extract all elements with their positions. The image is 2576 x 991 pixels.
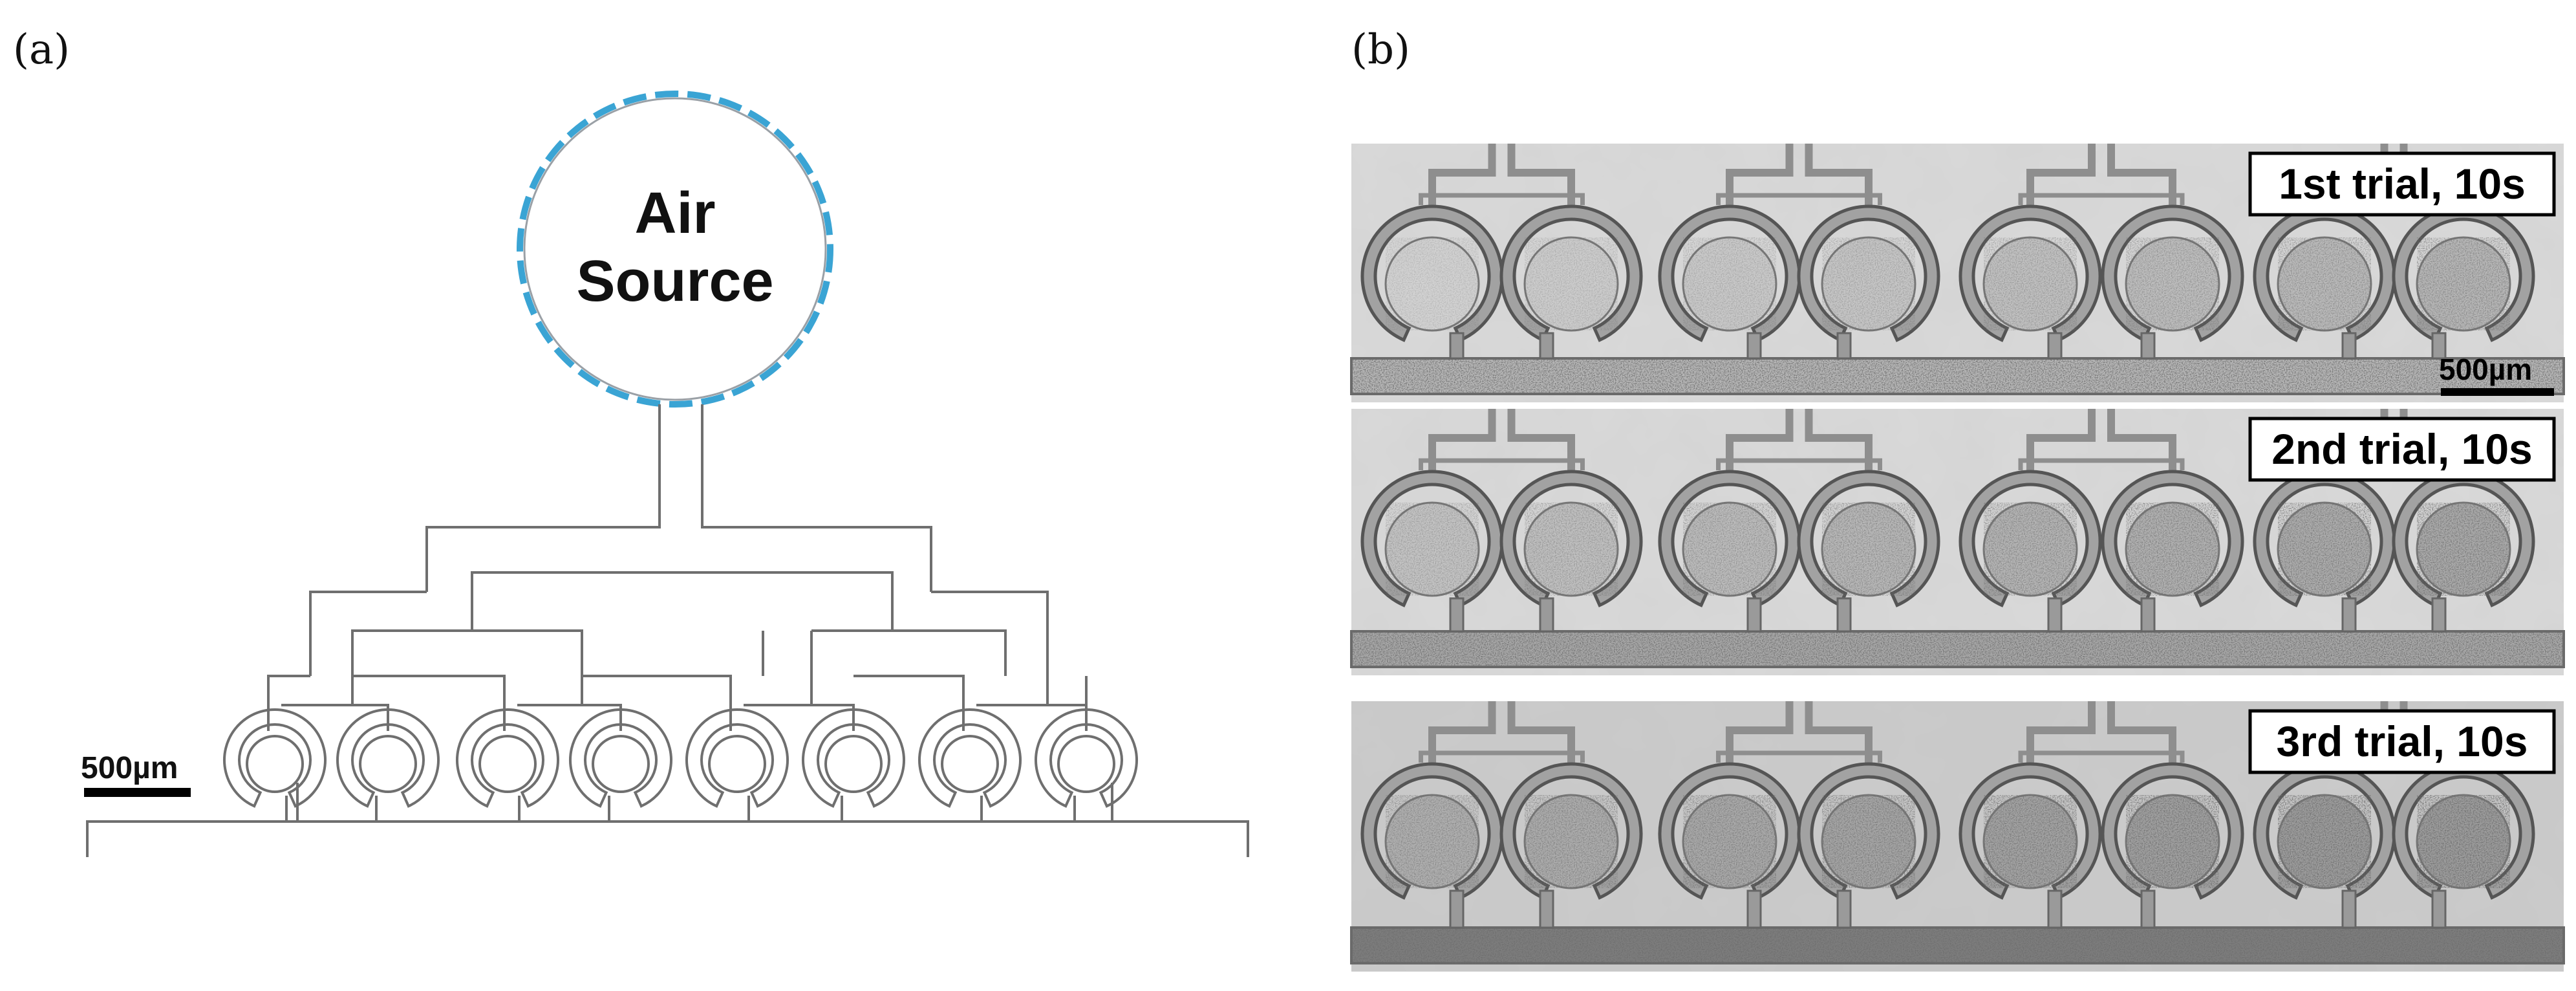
trap-unit bbox=[685, 708, 789, 808]
panel-a-label: (a) bbox=[13, 26, 70, 74]
trap-unit bbox=[2253, 204, 2396, 342]
trap-unit bbox=[2101, 470, 2244, 607]
trap-unit bbox=[1658, 204, 1801, 342]
trap-unit bbox=[1035, 708, 1138, 808]
trial-label-text: 1st trial, 10s bbox=[2279, 160, 2526, 208]
trial-label-text: 3rd trial, 10s bbox=[2277, 717, 2528, 765]
scale-bar-b-label: 500µm bbox=[2439, 353, 2532, 386]
trap-unit bbox=[1797, 470, 1940, 607]
trap-unit bbox=[1797, 762, 1940, 900]
trap-chamber bbox=[708, 735, 766, 793]
trap-unit bbox=[2253, 470, 2396, 607]
scale-bar-b-line bbox=[2441, 388, 2554, 396]
scale-bar-a-label: 500µm bbox=[81, 751, 178, 785]
micrograph-2: 2nd trial, 10s bbox=[1350, 409, 2565, 675]
trap-unit bbox=[223, 708, 327, 808]
trap-chamber bbox=[941, 735, 999, 793]
trap-unit bbox=[336, 708, 440, 808]
trial-label-text: 2nd trial, 10s bbox=[2271, 425, 2533, 473]
trap-unit bbox=[1959, 204, 2102, 342]
trap-chamber bbox=[592, 735, 650, 793]
trap-unit bbox=[1360, 204, 1504, 342]
panel-b-label: (b) bbox=[1351, 26, 1410, 74]
trap-unit bbox=[1658, 762, 1801, 900]
air-source: Air Source bbox=[517, 91, 833, 408]
trap-unit bbox=[2253, 762, 2396, 900]
trap-chamber bbox=[824, 735, 883, 793]
trap-unit bbox=[1499, 470, 1643, 607]
micrograph-1: 1st trial, 10s 500µm bbox=[1350, 144, 2565, 402]
trap-chamber bbox=[478, 735, 537, 793]
trap-unit bbox=[1797, 204, 1940, 342]
air-source-label-line1: Air bbox=[634, 181, 715, 246]
trap-unit bbox=[802, 708, 905, 808]
trap-unit bbox=[2392, 762, 2535, 900]
trap-unit bbox=[1959, 762, 2102, 900]
trial-label-1: 1st trial, 10s bbox=[2248, 151, 2556, 217]
trap-unit bbox=[1499, 204, 1643, 342]
micrograph-3: 3rd trial, 10s bbox=[1350, 701, 2565, 972]
trial-label-3: 3rd trial, 10s bbox=[2248, 709, 2556, 774]
trap-chamber bbox=[1057, 735, 1115, 793]
air-source-ring bbox=[517, 91, 833, 408]
trap-unit bbox=[1360, 762, 1504, 900]
trap-unit bbox=[569, 708, 672, 808]
trap-chamber bbox=[246, 735, 304, 793]
trap-unit bbox=[2101, 762, 2244, 900]
trap-array bbox=[223, 708, 1138, 823]
trap-unit bbox=[456, 708, 559, 808]
scale-bar-b: 500µm bbox=[2439, 353, 2554, 396]
air-source-label-line2: Source bbox=[576, 249, 773, 314]
scale-bar-a-line bbox=[84, 788, 191, 797]
scale-bar-a: 500µm bbox=[81, 751, 191, 797]
micrograph-stack: 1st trial, 10s 500µm 2nd trial, 10s 3rd tri… bbox=[1350, 144, 2565, 972]
panel-b: (b) 1st trial, 10s 500µm 2nd trial, 10s 3rd… bbox=[1350, 26, 2565, 972]
channel-network bbox=[86, 404, 1249, 857]
trap-unit bbox=[1499, 762, 1643, 900]
trap-chamber bbox=[359, 735, 417, 793]
trap-unit bbox=[1959, 470, 2102, 607]
trap-unit bbox=[1360, 470, 1504, 607]
trap-unit bbox=[1658, 470, 1801, 607]
trap-unit bbox=[2392, 470, 2535, 607]
trap-unit bbox=[2392, 204, 2535, 342]
panel-a: (a) Air Source bbox=[13, 26, 1249, 857]
trap-unit bbox=[2101, 204, 2244, 342]
trap-unit bbox=[918, 708, 1022, 808]
trial-label-2: 2nd trial, 10s bbox=[2248, 417, 2556, 482]
